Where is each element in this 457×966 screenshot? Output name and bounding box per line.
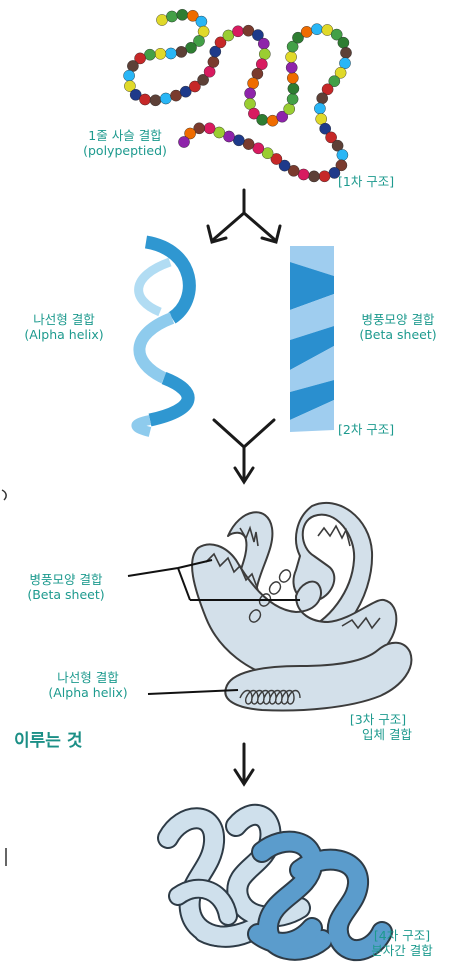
amino-acid-bead bbox=[139, 94, 150, 105]
down-arrow-3 bbox=[235, 744, 253, 784]
tertiary-sheet-en: (Beta sheet) bbox=[2, 587, 130, 602]
secondary-helix-en: (Alpha helix) bbox=[6, 327, 122, 342]
amino-acid-bead bbox=[258, 38, 269, 49]
amino-acid-bead bbox=[259, 49, 270, 60]
amino-acid-bead bbox=[257, 114, 268, 125]
amino-acid-bead bbox=[155, 48, 166, 59]
amino-acid-bead bbox=[314, 103, 325, 114]
secondary-stage-label: [2차 구조] bbox=[338, 422, 394, 437]
tertiary-helix-label: 나선형 결합 (Alpha helix) bbox=[32, 670, 144, 700]
tertiary-folded-protein bbox=[192, 503, 411, 711]
amino-acid-bead bbox=[156, 14, 167, 25]
amino-acid-bead bbox=[176, 46, 187, 57]
tertiary-helix-ko: 나선형 결합 bbox=[32, 670, 144, 685]
tertiary-stage-label: [3차 구조] 입체 결합 bbox=[328, 712, 428, 742]
side-text-fragment: 이루는 것 bbox=[14, 734, 82, 749]
amino-acid-bead bbox=[311, 24, 322, 35]
amino-acid-bead bbox=[165, 48, 176, 59]
amino-acid-bead bbox=[124, 70, 135, 81]
primary-name-label: 1줄 사슬 결합 (polypeptied) bbox=[60, 128, 190, 158]
amino-acid-bead bbox=[166, 11, 177, 22]
amino-acid-bead bbox=[288, 83, 299, 94]
primary-name-ko: 1줄 사슬 결합 bbox=[60, 128, 190, 143]
amino-acid-bead bbox=[245, 88, 256, 99]
amino-acid-bead bbox=[243, 139, 254, 150]
tertiary-stage-desc: 입체 결합 bbox=[346, 727, 428, 742]
amino-acid-bead bbox=[286, 62, 297, 73]
amino-acid-bead bbox=[286, 51, 297, 62]
tertiary-sheet-label: 병풍모양 결합 (Beta sheet) bbox=[2, 572, 130, 602]
amino-acid-bead bbox=[317, 93, 328, 104]
left-edge-fragments bbox=[2, 490, 6, 866]
alpha-helix-ribbon bbox=[136, 242, 189, 432]
amino-acid-bead bbox=[340, 47, 351, 58]
amino-acid-bead bbox=[298, 169, 309, 180]
amino-acid-bead bbox=[338, 37, 349, 48]
split-arrow-1 bbox=[208, 190, 280, 242]
amino-acid-bead bbox=[223, 131, 234, 142]
amino-acid-bead bbox=[150, 95, 161, 106]
amino-acid-bead bbox=[160, 93, 171, 104]
amino-acid-bead bbox=[308, 171, 319, 182]
amino-acid-bead bbox=[287, 94, 298, 105]
amino-acid-bead bbox=[144, 49, 155, 60]
amino-acid-bead bbox=[232, 26, 243, 37]
tertiary-stage: [3차 구조] bbox=[328, 712, 428, 727]
quaternary-stage-label: [4차 구조] 분자간 결합 bbox=[354, 928, 450, 958]
quaternary-stage: [4차 구조] bbox=[354, 928, 450, 943]
amino-acid-bead bbox=[204, 123, 215, 134]
tertiary-sheet-ko: 병풍모양 결합 bbox=[2, 572, 130, 587]
amino-acid-bead bbox=[301, 26, 312, 37]
primary-stage-label: [1차 구조] bbox=[338, 174, 394, 189]
secondary-sheet-en: (Beta sheet) bbox=[340, 327, 456, 342]
amino-acid-bead bbox=[287, 72, 298, 83]
amino-acid-bead bbox=[208, 56, 219, 67]
amino-acid-bead bbox=[204, 66, 215, 77]
quaternary-structure bbox=[168, 815, 382, 950]
secondary-sheet-ko: 병풍모양 결합 bbox=[340, 312, 456, 327]
beta-sheet-ribbon bbox=[290, 246, 334, 432]
amino-acid-bead bbox=[177, 9, 188, 20]
amino-acid-bead bbox=[284, 103, 295, 114]
amino-acid-bead bbox=[337, 149, 348, 160]
secondary-helix-label: 나선형 결합 (Alpha helix) bbox=[6, 312, 122, 342]
secondary-helix-ko: 나선형 결합 bbox=[6, 312, 122, 327]
amino-acid-bead bbox=[248, 78, 259, 89]
merge-arrow-2 bbox=[214, 420, 274, 482]
quaternary-stage-desc: 분자간 결합 bbox=[354, 943, 450, 958]
tertiary-helix-en: (Alpha helix) bbox=[32, 685, 144, 700]
amino-acid-bead bbox=[233, 135, 244, 146]
primary-name-en: (polypeptied) bbox=[60, 143, 190, 158]
amino-acid-bead bbox=[319, 171, 330, 182]
amino-acid-bead bbox=[196, 16, 207, 27]
secondary-sheet-label: 병풍모양 결합 (Beta sheet) bbox=[340, 312, 456, 342]
